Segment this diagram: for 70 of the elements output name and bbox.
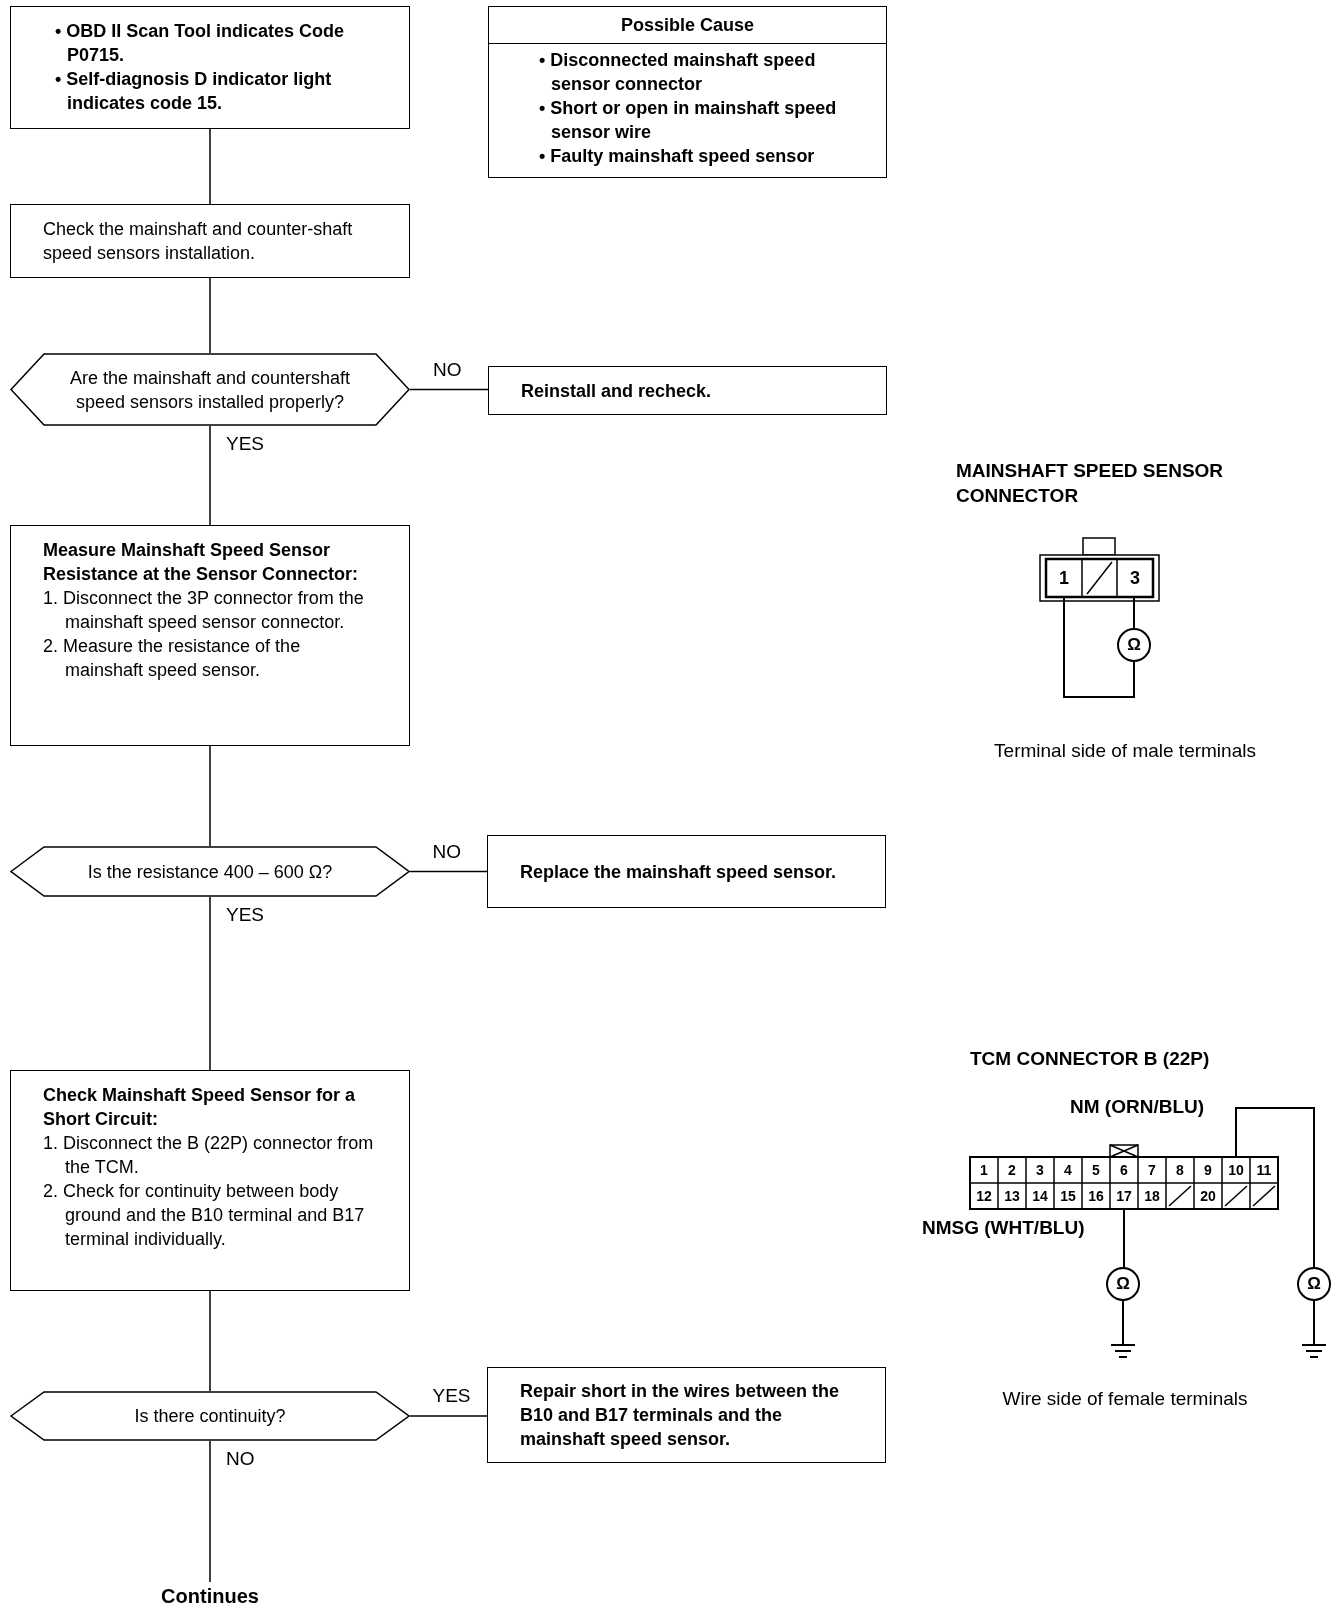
step-item: 2. Check for continuity between body ground and the B10 terminal and B17 terminal individually. — [43, 1180, 366, 1251]
cause-item: • Disconnected mainshaft speed sensor connector — [539, 49, 817, 96]
pin-number: 7 — [1147, 1160, 1157, 1180]
step-heading: Check Mainshaft Speed Sensor for a Short Circuit: — [43, 1084, 357, 1131]
question-text: Are the mainshaft and countershaft speed sensors installed properly? — [68, 366, 352, 414]
connector-line — [209, 1290, 211, 1392]
connector-caption: Wire side of female terminals — [1001, 1386, 1249, 1411]
process-box — [10, 6, 410, 129]
pin-number: 18 — [1143, 1186, 1161, 1206]
process-box — [10, 204, 410, 278]
pin-number: 20 — [1199, 1186, 1217, 1206]
decision-diamond — [10, 353, 410, 426]
bullet-text: • OBD II Scan Tool indicates Code P0715. — [55, 20, 345, 67]
pin-number: 9 — [1203, 1160, 1213, 1180]
box-text: Reinstall and recheck. — [521, 379, 713, 403]
pin-number: 11 — [1255, 1160, 1273, 1180]
connector-line — [209, 277, 211, 354]
ohmmeter-symbol: Ω — [1117, 628, 1151, 662]
pin-number: 3 — [1129, 566, 1141, 590]
question-text: Is the resistance 400 – 600 Ω? — [87, 860, 333, 884]
pin-number: 8 — [1175, 1160, 1185, 1180]
pin-number: 5 — [1091, 1160, 1101, 1180]
connector-line — [209, 745, 211, 847]
step-item: 1. Disconnect the 3P connector from the mainshaft speed sensor connector. — [43, 587, 365, 634]
connector-line — [209, 128, 211, 205]
decision-diamond — [10, 1391, 410, 1441]
box-text: Replace the mainshaft speed sensor. — [520, 860, 838, 884]
connector-line — [209, 896, 211, 1071]
wire-label: NM (ORN/BLU) — [1070, 1094, 1206, 1119]
process-box — [487, 1367, 886, 1463]
bullet-text: • Self-diagnosis D indicator light indicates code 15. — [55, 68, 333, 115]
pin-number: 6 — [1119, 1160, 1129, 1180]
pin-number: 2 — [1007, 1160, 1017, 1180]
process-box — [488, 366, 887, 415]
possible-cause-box — [488, 6, 887, 178]
ohmmeter-symbol: Ω — [1106, 1267, 1140, 1301]
pin-number: 1 — [979, 1160, 989, 1180]
step-heading: Measure Mainshaft Speed Sensor Resistance at the Sensor Connector: — [43, 539, 360, 586]
step-item: 2. Measure the resistance of the mainshaft speed sensor. — [43, 635, 302, 682]
box-text: Check the mainshaft and counter-shaft speed sensors installation. — [43, 218, 354, 265]
pin-number: 17 — [1115, 1186, 1133, 1206]
pin-number: 3 — [1035, 1160, 1045, 1180]
box-text: Repair short in the wires between the B10 and B17 terminals and the mainshaft speed sensor. — [520, 1380, 841, 1451]
step-item: 1. Disconnect the B (22P) connector from the TCM. — [43, 1132, 375, 1179]
process-box — [10, 1070, 410, 1291]
connector-title: TCM CONNECTOR B (22P) — [970, 1046, 1211, 1071]
table-header: Possible Cause — [489, 7, 886, 44]
decision-diamond — [10, 846, 410, 897]
pin-number: 13 — [1003, 1186, 1021, 1206]
pin-number: 16 — [1087, 1186, 1105, 1206]
connector-line — [409, 1415, 488, 1417]
pin-number: 15 — [1059, 1186, 1077, 1206]
pin-number: 12 — [975, 1186, 993, 1206]
pin-number: 1 — [1058, 566, 1070, 590]
process-box — [10, 525, 410, 746]
connector-line — [209, 1440, 211, 1583]
pin-number: 4 — [1063, 1160, 1073, 1180]
wire-label: NMSG (WHT/BLU) — [922, 1215, 1086, 1240]
connector-line — [209, 425, 211, 526]
ohmmeter-symbol: Ω — [1297, 1267, 1331, 1301]
connector-title: MAINSHAFT SPEED SENSOR CONNECTOR — [956, 459, 1225, 508]
pin-number: 14 — [1031, 1186, 1049, 1206]
connector-caption: Terminal side of male terminals — [993, 738, 1257, 763]
connector-line — [409, 870, 488, 873]
process-box — [487, 835, 886, 908]
question-text: Is there continuity? — [134, 1405, 286, 1428]
pin-number: 10 — [1227, 1160, 1245, 1180]
cause-item: • Faulty mainshaft speed sensor — [539, 145, 816, 168]
cause-item: • Short or open in mainshaft speed sensor wire — [539, 97, 838, 144]
connector-line — [409, 388, 489, 391]
